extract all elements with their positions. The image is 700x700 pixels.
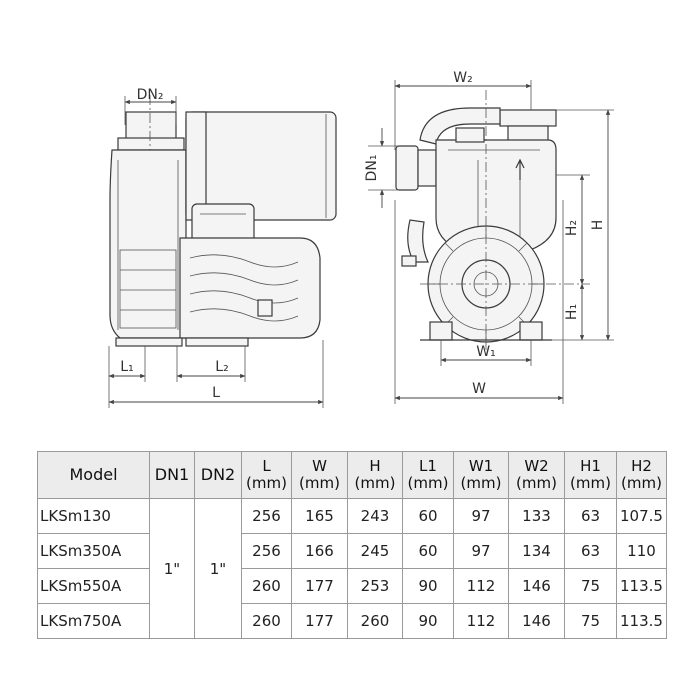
- pump-dimension-drawing: DN₂ L₁ L₂ L: [108, 70, 614, 408]
- header-w2: W2(mm): [508, 451, 565, 499]
- cell-w1: 97: [453, 498, 509, 534]
- w-label: W: [472, 381, 486, 397]
- header-h1: H1(mm): [564, 451, 617, 499]
- cell-h1: 75: [564, 603, 617, 639]
- header-l: L(mm): [241, 451, 292, 499]
- cell-l: 260: [241, 568, 292, 604]
- cell-w1: 112: [453, 568, 509, 604]
- cell-h2: 107.5: [616, 498, 667, 534]
- header-dn2: DN2: [194, 451, 242, 499]
- cell-l1: 90: [402, 568, 454, 604]
- cell-w: 166: [291, 533, 348, 569]
- l1-label: L₁: [120, 359, 133, 375]
- cell-l: 256: [241, 498, 292, 534]
- cell-l: 260: [241, 603, 292, 639]
- header-w: W(mm): [291, 451, 348, 499]
- l-label: L: [212, 385, 220, 401]
- dn2-label: DN₂: [137, 87, 164, 103]
- table-row: LKSm130 1" 1" 256 165 243 60 97 133 63 1…: [37, 498, 667, 639]
- cell-w2: 133: [508, 498, 565, 534]
- table-header-row: Model DN1 DN2 L(mm) W(mm) H(mm) L1(mm) W…: [37, 451, 667, 499]
- cell-model: LKSm550A: [37, 568, 150, 604]
- header-h2: H2(mm): [616, 451, 667, 499]
- cell-h2: 113.5: [616, 568, 667, 604]
- w1-label: W₁: [476, 344, 495, 360]
- cell-dn2: 1": [194, 498, 242, 639]
- cell-h: 260: [347, 603, 403, 639]
- cell-h2: 110: [616, 533, 667, 569]
- cell-l1: 60: [402, 533, 454, 569]
- header-w1: W1(mm): [453, 451, 509, 499]
- header-l1: L1(mm): [402, 451, 454, 499]
- cell-model: LKSm350A: [37, 533, 150, 569]
- cell-h: 253: [347, 568, 403, 604]
- cell-l1: 90: [402, 603, 454, 639]
- h2-label: H₂: [564, 220, 580, 236]
- cell-w: 177: [291, 603, 348, 639]
- cell-l1: 60: [402, 498, 454, 534]
- h1-label: H₁: [564, 304, 580, 320]
- side-view: DN₂ L₁ L₂ L: [108, 87, 337, 408]
- cell-w2: 134: [508, 533, 565, 569]
- cell-w: 165: [291, 498, 348, 534]
- table-row: LKSm750A 260 177 260 90 112 146 75 113.5: [37, 603, 667, 639]
- cell-w2: 146: [508, 568, 565, 604]
- cell-h: 243: [347, 498, 403, 534]
- cell-model: LKSm750A: [37, 603, 150, 639]
- cell-h1: 63: [564, 533, 617, 569]
- h-label: H: [590, 220, 606, 231]
- front-view: W₂ DN₁ H H₂ H₁ W₁ W: [364, 70, 614, 404]
- cell-w: 177: [291, 568, 348, 604]
- header-h: H(mm): [347, 451, 403, 499]
- cell-h: 245: [347, 533, 403, 569]
- cell-w2: 146: [508, 603, 565, 639]
- cell-h2: 113.5: [616, 603, 667, 639]
- cell-h1: 63: [564, 498, 617, 534]
- dn1-label: DN₁: [364, 155, 380, 182]
- l2-label: L₂: [215, 359, 228, 375]
- header-model: Model: [37, 451, 150, 499]
- spec-table: Model DN1 DN2 L(mm) W(mm) H(mm) L1(mm) W…: [37, 451, 667, 639]
- w2-label: W₂: [453, 70, 472, 86]
- cell-model: LKSm130: [37, 498, 150, 534]
- cell-h1: 75: [564, 568, 617, 604]
- cell-w1: 97: [453, 533, 509, 569]
- cell-dn1: 1": [149, 498, 195, 639]
- cell-w1: 112: [453, 603, 509, 639]
- header-dn1: DN1: [149, 451, 195, 499]
- table-row: LKSm550A 260 177 253 90 112 146 75 113.5: [37, 568, 667, 604]
- table-row: LKSm350A 256 166 245 60 97 134 63 110: [37, 533, 667, 569]
- cell-l: 256: [241, 533, 292, 569]
